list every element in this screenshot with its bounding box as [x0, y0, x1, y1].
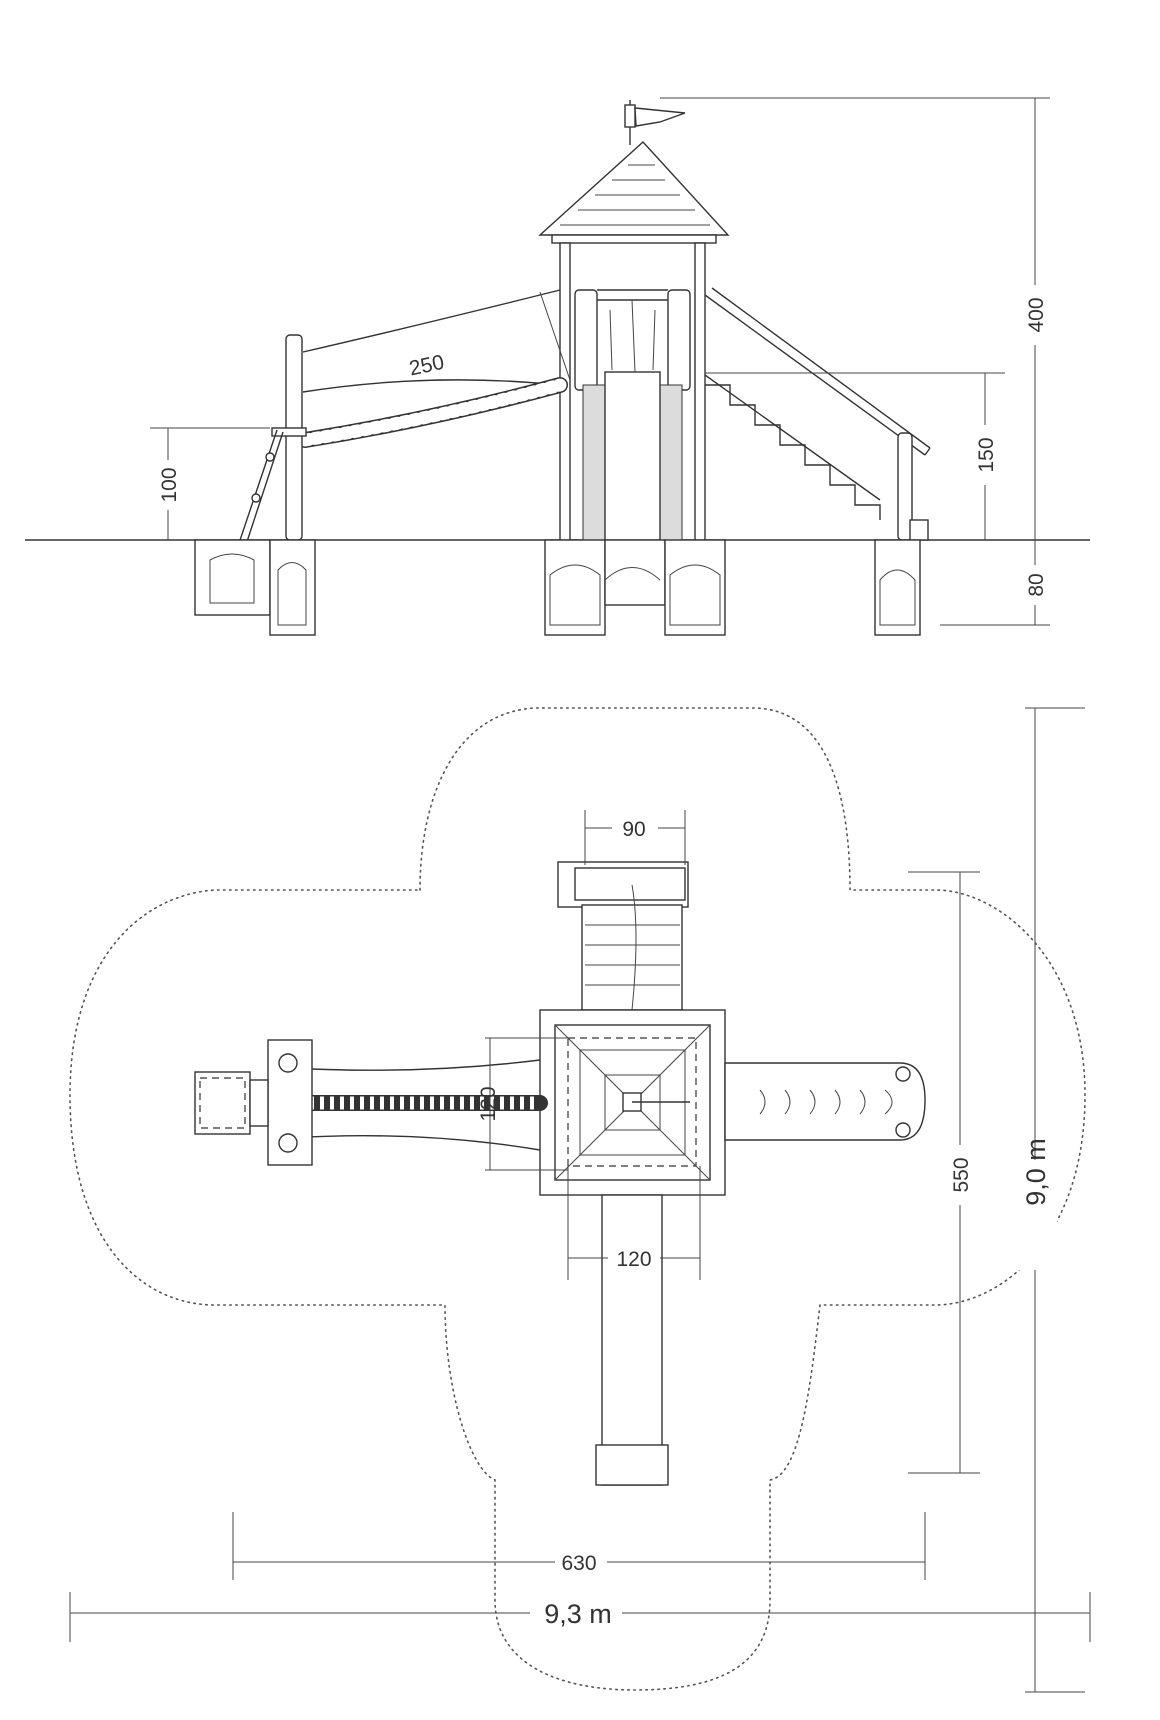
- tower-depth-label: 120: [477, 1086, 500, 1121]
- area-length-label: 9,0 m: [1021, 1138, 1051, 1206]
- foundations: [194, 539, 921, 636]
- equipment-width-label: 630: [561, 1552, 596, 1575]
- slide-top-view: [595, 1194, 669, 1486]
- ladder-top: [557, 861, 689, 1011]
- platform-height-label: 150: [975, 437, 998, 472]
- total-height-label: 400: [1025, 297, 1048, 332]
- ladder-width-label: 90: [622, 818, 645, 841]
- rope-bridge: [297, 289, 571, 448]
- stairs-top-view: [724, 1062, 926, 1141]
- area-width-label: 9,3 m: [544, 1599, 612, 1629]
- slide-and-stairs: [704, 287, 931, 541]
- side-elevation-view: 400 150 100 80 250: [25, 97, 1090, 636]
- tower-structure: [559, 242, 706, 541]
- rope-bridge-top-view: [194, 1039, 548, 1166]
- equipment-length-label: 550: [950, 1157, 973, 1192]
- flag: [634, 107, 686, 127]
- tower-width-label: 120: [616, 1248, 651, 1271]
- tower-top-view: [539, 1009, 726, 1196]
- plan-dimension-lines: [69, 707, 1091, 1693]
- bridge-length-label: 250: [407, 351, 446, 381]
- foundation-depth-label: 80: [1025, 573, 1048, 596]
- bridge-height-label: 100: [158, 467, 181, 502]
- tower-roof: [538, 100, 730, 244]
- safety-area-outline: [69, 707, 1086, 1691]
- plan-view: 90 120 120 550 630 9,3 m 9,0 m: [69, 707, 1091, 1693]
- left-post: [229, 334, 307, 573]
